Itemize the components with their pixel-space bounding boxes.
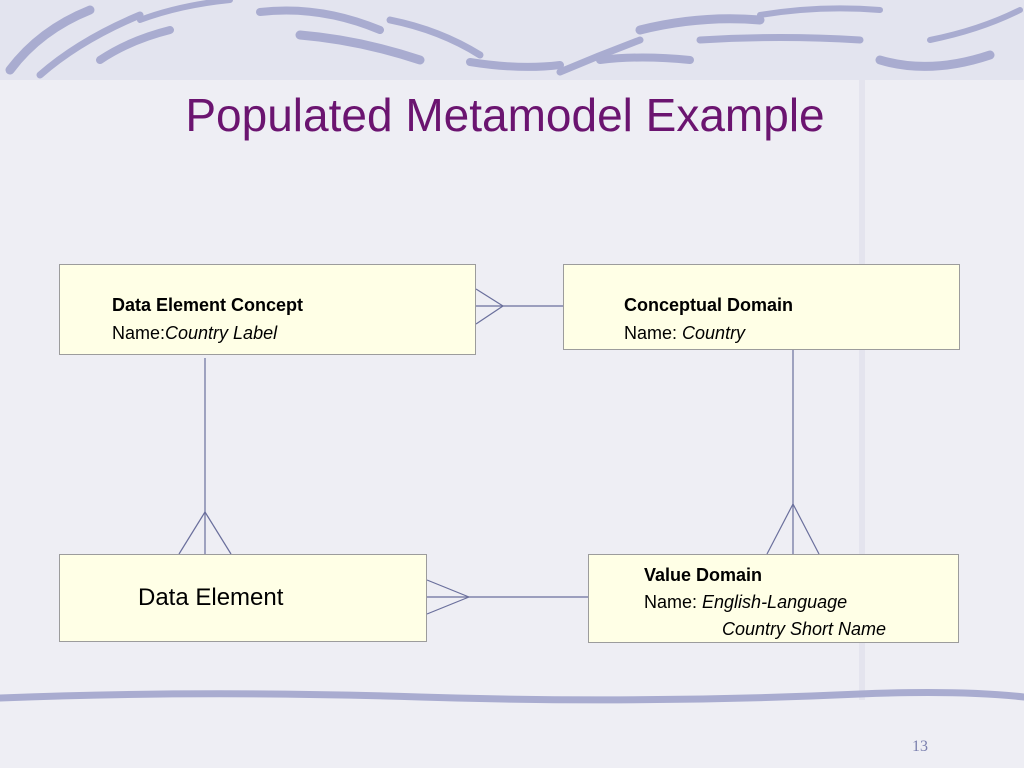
brush-stroke-decoration-bottom [0,689,1024,704]
slide-title: Populated Metamodel Example [185,89,825,141]
name-value: Country [682,323,746,343]
connector-conceptual-domain-to-value-domain [766,350,820,555]
page-number: 13 [912,738,928,755]
data-element-label: Data Element [138,584,284,611]
data-element-concept-name: Name:Country Label [112,319,475,347]
brush-stroke-decoration-top [5,0,1023,79]
name-value-line2: Country Short Name [722,619,887,639]
name-value-line1: English-Language [702,592,848,612]
name-value: Country Label [165,323,278,343]
conceptual-domain-heading: Conceptual Domain [624,295,794,315]
name-label: Name: [624,323,678,343]
connector-dec-to-conceptual-domain [475,288,564,325]
name-label: Name: [644,592,698,612]
data-element-box: Data Element [59,554,427,642]
connector-dec-to-data-element [178,358,232,555]
conceptual-domain-box: Conceptual Domain Name: Country [563,264,960,350]
value-domain-name: Name: English-Language [644,589,958,616]
connector-data-element-to-value-domain [426,579,589,615]
conceptual-domain-name: Name: Country [624,319,959,347]
data-element-concept-heading: Data Element Concept [112,295,304,315]
value-domain-box: Value Domain Name: English-Language Coun… [588,554,959,643]
name-label: Name: [112,323,166,343]
value-domain-heading: Value Domain [644,565,763,585]
data-element-concept-box: Data Element Concept Name:Country Label [59,264,476,355]
